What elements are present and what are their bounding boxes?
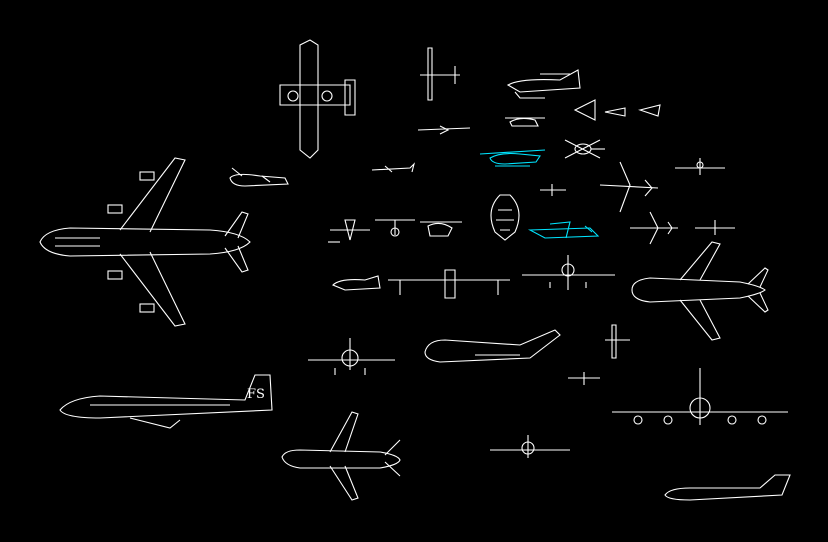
small-helicopter[interactable] — [505, 117, 545, 127]
prop-transport-plan-view[interactable] — [279, 39, 356, 159]
small-plane-plan-right[interactable] — [605, 324, 630, 359]
jumbo-jet-side-view[interactable]: FS — [59, 374, 273, 429]
delta-wing-aircraft-group[interactable] — [573, 99, 661, 121]
helicopter-side-small[interactable] — [420, 221, 462, 237]
glider-front-view[interactable] — [375, 219, 415, 237]
fighter-plan-view[interactable] — [599, 161, 659, 213]
tiny-plane-right[interactable] — [568, 372, 600, 385]
light-plane-plan-small[interactable] — [328, 219, 370, 243]
regional-jet-front-view[interactable] — [308, 338, 395, 375]
airliner-plan-view-large[interactable] — [39, 157, 251, 327]
airliner-front-view-large[interactable] — [612, 368, 788, 425]
business-jet-side-view[interactable] — [229, 167, 289, 187]
fighter-side-view[interactable] — [332, 275, 381, 291]
regional-jet-side-bottom[interactable] — [664, 474, 791, 501]
light-aircraft-front-view[interactable] — [675, 158, 725, 175]
seaplane-front-view[interactable] — [388, 269, 510, 299]
seaplane-side-view[interactable] — [506, 69, 581, 99]
small-jet-front-bottom[interactable] — [490, 435, 570, 458]
helicopter-side-view-highlighted[interactable] — [479, 149, 546, 167]
hot-air-balloon[interactable] — [490, 194, 520, 241]
tiny-aircraft-front[interactable] — [540, 184, 566, 196]
small-jet-side-view[interactable] — [371, 125, 471, 173]
light-aircraft-plan-view[interactable] — [420, 47, 460, 101]
light-plane-front-small[interactable] — [695, 220, 735, 235]
twinjet-plan-view[interactable] — [281, 411, 401, 501]
airliner-plan-view-right[interactable] — [631, 241, 769, 341]
fighter-plan-view-small[interactable] — [630, 211, 678, 245]
tail-letters-label: FS — [247, 387, 265, 402]
fighter-jet-side-view-highlighted[interactable] — [527, 221, 600, 239]
jet-front-view[interactable] — [522, 255, 615, 290]
helicopter-plan-view[interactable] — [564, 139, 605, 159]
cargo-transport-side-view[interactable] — [424, 329, 561, 363]
